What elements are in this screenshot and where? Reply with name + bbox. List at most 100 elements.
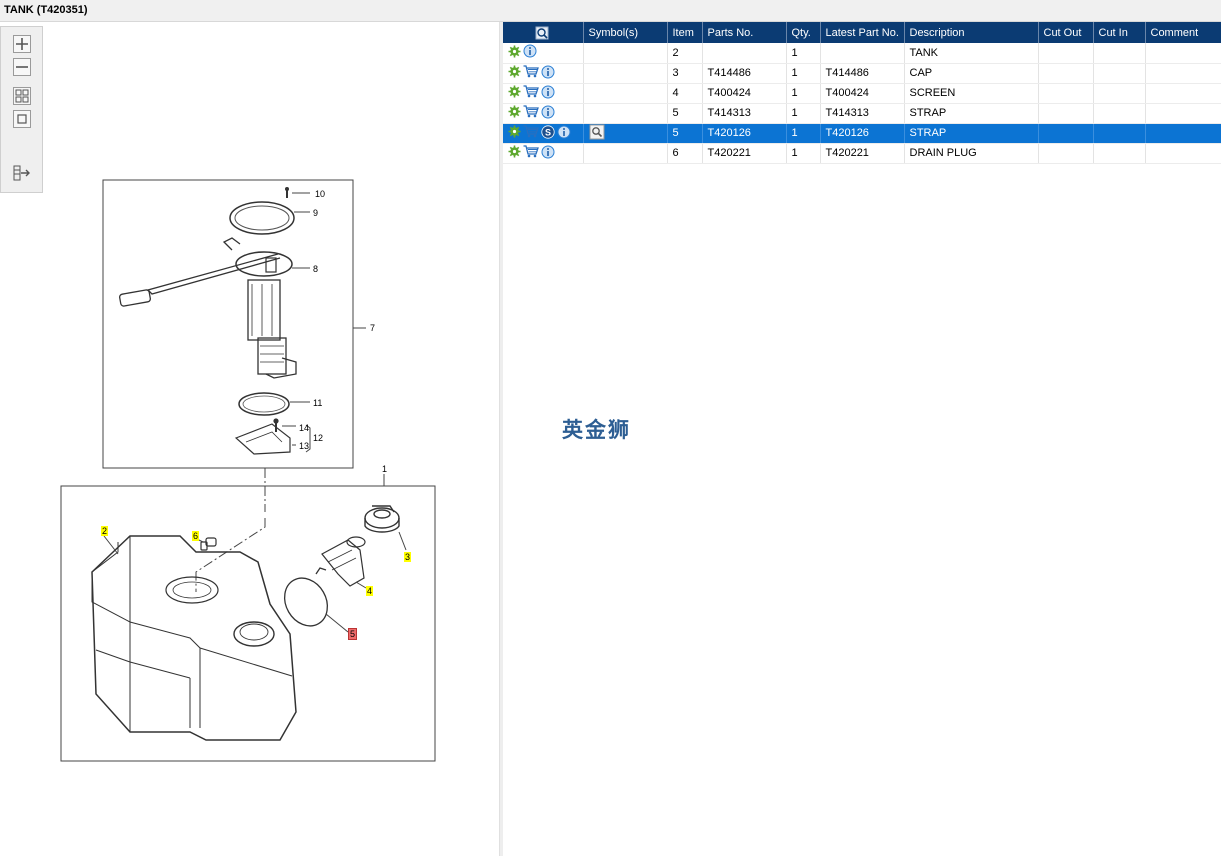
- comment-cell: [1145, 143, 1221, 164]
- comment-cell: [1145, 43, 1221, 64]
- item-cell: 3: [667, 63, 703, 84]
- header-cut-in[interactable]: Cut In: [1093, 22, 1146, 43]
- cut-in-cell: [1093, 123, 1146, 144]
- header-item[interactable]: Item: [667, 22, 703, 43]
- row-actions-cell: S: [503, 123, 584, 144]
- callout-10[interactable]: 10: [315, 189, 326, 199]
- symbols-cell: [583, 63, 668, 84]
- header-symbols[interactable]: Symbol(s): [583, 22, 668, 43]
- gear-icon[interactable]: [508, 105, 521, 121]
- part-no-cell[interactable]: T420126: [702, 123, 787, 144]
- info-icon[interactable]: [541, 105, 555, 122]
- callout-12[interactable]: 12: [313, 433, 324, 443]
- item-cell: 5: [667, 123, 703, 144]
- grid-icon: [15, 89, 29, 103]
- callout-7[interactable]: 7: [370, 323, 376, 333]
- gear-icon[interactable]: [508, 65, 521, 81]
- part-no-cell[interactable]: T414486: [702, 63, 787, 84]
- gear-icon[interactable]: [508, 85, 521, 101]
- callout-5[interactable]: 5: [348, 628, 358, 640]
- symbols-cell: [583, 43, 668, 64]
- cart-icon[interactable]: [523, 85, 539, 101]
- header-qty[interactable]: Qty.: [786, 22, 821, 43]
- header-search[interactable]: [503, 22, 584, 43]
- cart-icon[interactable]: [523, 65, 539, 81]
- item-cell: 4: [667, 83, 703, 104]
- latest-part-no-cell[interactable]: T400424: [820, 83, 905, 104]
- latest-part-no-cell[interactable]: [820, 43, 905, 64]
- latest-part-no-cell[interactable]: T420221: [820, 143, 905, 164]
- s-badge-icon[interactable]: S: [541, 124, 555, 142]
- part-no-cell[interactable]: T420221: [702, 143, 787, 164]
- header-cut-out[interactable]: Cut Out: [1038, 22, 1094, 43]
- gear-icon[interactable]: [508, 145, 521, 161]
- info-icon[interactable]: [541, 85, 555, 102]
- info-icon[interactable]: [541, 145, 555, 162]
- callout-8[interactable]: 8: [313, 264, 319, 274]
- part-no-cell[interactable]: [702, 43, 787, 64]
- gear-icon[interactable]: [508, 45, 521, 61]
- strap-part: [283, 567, 349, 633]
- illustration-pane[interactable]: 10 9 8 7 11 14 12 13 1 2 6 3 4 5: [0, 22, 499, 856]
- export-button[interactable]: [13, 164, 31, 182]
- callout-2[interactable]: 2: [101, 526, 109, 536]
- row-actions-cell: [503, 63, 584, 84]
- header-latest-part-no[interactable]: Latest Part No.: [820, 22, 905, 43]
- zoom-out-button[interactable]: [13, 58, 31, 76]
- part-no-cell[interactable]: T400424: [702, 83, 787, 104]
- header-parts-no[interactable]: Parts No.: [702, 22, 787, 43]
- callout-11[interactable]: 11: [313, 398, 323, 408]
- callout-9[interactable]: 9: [313, 208, 319, 218]
- callout-6[interactable]: 6: [192, 531, 200, 541]
- zoom-in-button[interactable]: [13, 35, 31, 53]
- symbols-cell: [583, 123, 668, 144]
- header-description[interactable]: Description: [904, 22, 1039, 43]
- description-cell: TANK: [904, 43, 1039, 64]
- info-icon[interactable]: [557, 125, 571, 142]
- cut-in-cell: [1093, 63, 1146, 84]
- symbols-cell: [583, 83, 668, 104]
- callout-14[interactable]: 14: [299, 423, 310, 433]
- qty-cell: 1: [786, 143, 821, 164]
- export-arrow-icon: [13, 165, 30, 181]
- qty-cell: 1: [786, 63, 821, 84]
- minus-icon: [16, 66, 28, 68]
- actual-size-button[interactable]: [13, 110, 31, 128]
- window-title: TANK (T420351): [4, 4, 88, 16]
- title-bar: TANK (T420351): [0, 0, 1221, 22]
- symbols-cell: [583, 103, 668, 124]
- pane-splitter[interactable]: [499, 22, 503, 856]
- callout-4[interactable]: 4: [366, 586, 374, 596]
- info-icon[interactable]: [541, 65, 555, 82]
- viewer-toolbar: [0, 26, 43, 193]
- item-cell: 5: [667, 103, 703, 124]
- cart-icon[interactable]: [523, 105, 539, 121]
- description-cell: STRAP: [904, 123, 1039, 144]
- cart-icon[interactable]: [523, 145, 539, 161]
- square-icon: [17, 114, 27, 124]
- row-actions-cell: [503, 83, 584, 104]
- latest-part-no-cell[interactable]: T414486: [820, 63, 905, 84]
- cart-icon[interactable]: [523, 125, 539, 141]
- gear-icon[interactable]: [508, 125, 521, 141]
- zoom-to-part-icon[interactable]: [589, 124, 605, 143]
- screw-part: [285, 187, 310, 198]
- screen-part: [321, 536, 367, 589]
- callout-3[interactable]: 3: [404, 552, 412, 562]
- info-icon[interactable]: [523, 44, 537, 61]
- latest-part-no-cell[interactable]: T420126: [820, 123, 905, 144]
- cut-in-cell: [1093, 83, 1146, 104]
- latest-part-no-cell[interactable]: T414313: [820, 103, 905, 124]
- header-comment[interactable]: Comment: [1145, 22, 1221, 43]
- callout-1[interactable]: 1: [382, 464, 388, 474]
- part-no-cell[interactable]: T414313: [702, 103, 787, 124]
- fit-all-button[interactable]: [13, 87, 31, 105]
- callout-13[interactable]: 13: [299, 441, 310, 451]
